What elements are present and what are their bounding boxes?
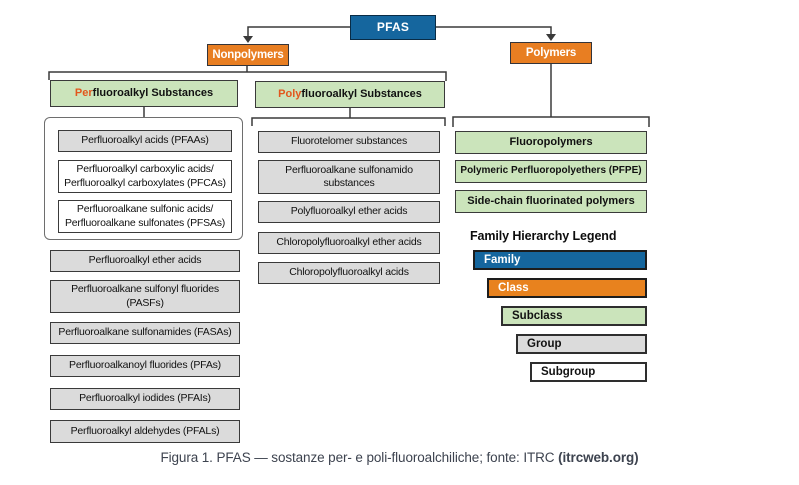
subgroup-box-pfcas: Perfluoroalkyl carboxylic acids/ Perfluo… [58, 160, 232, 193]
poly-rest: fluoroalkyl Substances [301, 87, 422, 100]
legend-item-subclass: Subclass [501, 306, 647, 326]
subclass-box-pfpe: Polymeric Perfluoropolyethers (PFPE) [455, 160, 647, 183]
subclass-box-fluoropolymers: Fluoropolymers [455, 131, 647, 154]
group-box-pfas-fluorides: Perfluoroalkanoyl fluorides (PFAs) [50, 355, 240, 377]
group-box-perfluoroalkyl-ether-acids: Perfluoroalkyl ether acids [50, 250, 240, 272]
class-box-polymers: Polymers [510, 42, 592, 64]
group-box-pfaas: Perfluoroalkyl acids (PFAAs) [58, 130, 232, 152]
group-box-chloropolyfluoroalkyl-ether-acids: Chloropolyfluoroalkyl ether acids [258, 232, 440, 254]
group-box-pasfs: Perfluoroalkane sulfonyl fluorides (PASF… [50, 280, 240, 313]
legend-item-subgroup: Subgroup [530, 362, 647, 382]
arrow-down-nonpolymers [243, 36, 253, 43]
group-box-sulfonamido: Perfluoroalkane sulfonamido substances [258, 160, 440, 194]
arrow-down-polymers [546, 34, 556, 41]
group-box-fasas: Perfluoroalkane sulfonamides (FASAs) [50, 322, 240, 344]
legend-title: Family Hierarchy Legend [470, 229, 617, 243]
caption-source: (itrcweb.org) [558, 450, 639, 465]
group-box-polyfluoroalkyl-ether-acids: Polyfluoroalkyl ether acids [258, 201, 440, 223]
group-box-chloropolyfluoroalkyl-acids: Chloropolyfluoroalkyl acids [258, 262, 440, 284]
per-rest: fluoroalkyl Substances [92, 86, 214, 99]
legend-item-class: Class [487, 278, 647, 298]
family-box-pfas: PFAS [350, 15, 436, 40]
legend-item-family: Family [473, 250, 647, 270]
group-box-fluorotelomer: Fluorotelomer substances [258, 131, 440, 153]
subgroup-box-pfsas: Perfluoroalkane sulfonic acids/ Perfluor… [58, 200, 232, 233]
poly-prefix: Poly [278, 87, 302, 100]
caption-text: Figura 1. PFAS — sostanze per- e poli-fl… [160, 450, 559, 465]
figure-caption: Figura 1. PFAS — sostanze per- e poli-fl… [0, 450, 799, 465]
group-box-pfais: Perfluoroalkyl iodides (PFAIs) [50, 388, 240, 410]
class-box-nonpolymers: Nonpolymers [207, 44, 289, 66]
per-prefix: Per [74, 86, 93, 99]
legend-item-group: Group [516, 334, 647, 354]
subclass-box-side-chain: Side-chain fluorinated polymers [455, 190, 647, 213]
group-box-pfals: Perfluoroalkyl aldehydes (PFALs) [50, 420, 240, 443]
